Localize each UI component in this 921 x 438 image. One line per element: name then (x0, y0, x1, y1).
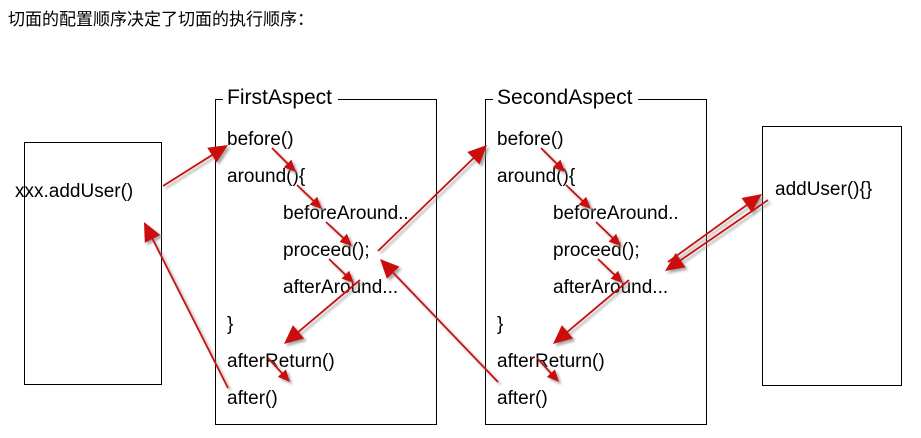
second-aspect-line-around-close: } (497, 314, 504, 335)
caller-box-label: xxx.addUser() (15, 181, 134, 202)
second-aspect-lines: before() around(){ beforeAround.. proceed()… (485, 99, 707, 425)
second-aspect-box: SecondAspect before() around(){ beforeAroun… (485, 86, 707, 425)
target-box: addUser(){} (762, 126, 902, 386)
second-aspect-line-proceed: proceed(); (553, 240, 640, 261)
second-aspect-line-after-around: afterAround... (553, 277, 669, 298)
second-aspect-legend: SecondAspect (493, 86, 639, 110)
target-box-label: addUser(){} (775, 179, 873, 200)
first-aspect-legend: FirstAspect (223, 86, 339, 110)
arrow-second-proceed-to-target-head (741, 194, 762, 213)
first-aspect-line-before-around: beforeAround.. (283, 203, 409, 224)
first-aspect-line-after-around: afterAround... (283, 277, 399, 298)
first-aspect-line-after: after() (227, 388, 278, 409)
first-aspect-line-before: before() (227, 129, 294, 150)
second-aspect-line-after-return: afterReturn() (497, 351, 605, 372)
second-aspect-line-around-open: around(){ (497, 166, 576, 187)
caller-box: xxx.addUser() (15, 142, 162, 385)
page-title: 切面的配置顺序决定了切面的执行顺序： (8, 10, 314, 29)
second-aspect-line-before: before() (497, 129, 564, 150)
first-aspect-lines: before() around(){ beforeAround.. proceed()… (215, 99, 437, 425)
first-aspect-line-after-return: afterReturn() (227, 351, 335, 372)
first-aspect-box: FirstAspect before() around(){ beforeAround… (215, 86, 437, 425)
second-aspect-line-after: after() (497, 388, 548, 409)
first-aspect-line-around-open: around(){ (227, 166, 306, 187)
second-aspect-line-before-around: beforeAround.. (553, 203, 679, 224)
first-aspect-line-proceed: proceed(); (283, 240, 370, 261)
first-aspect-line-around-close: } (227, 314, 234, 335)
arrow-caller-to-first-before-shaft (162, 153, 215, 187)
